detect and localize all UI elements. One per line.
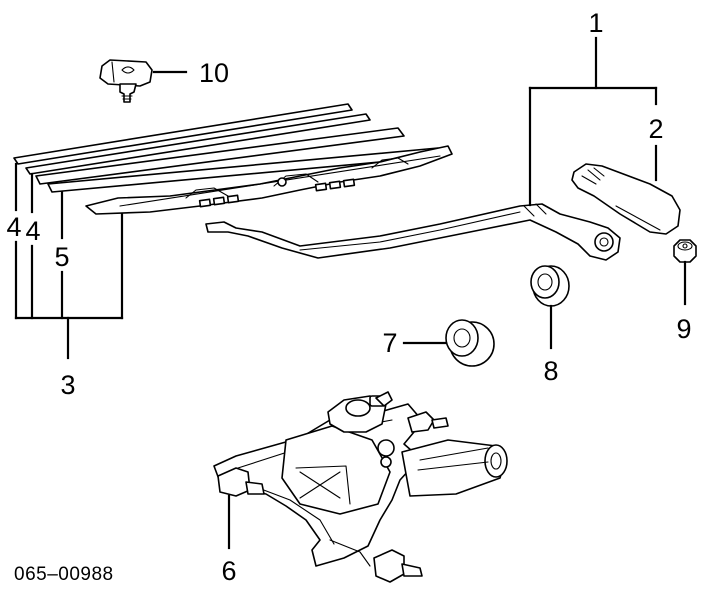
- callout-10: 10: [199, 58, 229, 88]
- bushing-part-7[interactable]: [445, 319, 495, 367]
- callout-8: 8: [543, 356, 558, 386]
- callout-1: 1: [588, 8, 603, 38]
- wiper-blade-rubber-4-inner[interactable]: [35, 127, 405, 185]
- callout-7: 7: [382, 328, 397, 358]
- wiper-blade-rubber-4-outer[interactable]: [13, 103, 371, 175]
- callout-4-inner: 4: [25, 216, 40, 246]
- wiper-arm-cover-part-2[interactable]: [571, 163, 681, 235]
- wiper-motor-assembly-part-6[interactable]: [213, 391, 508, 583]
- cap-part-9[interactable]: [673, 239, 697, 263]
- callout-5: 5: [54, 242, 69, 272]
- wiper-arm-part-1[interactable]: [205, 203, 621, 261]
- catalog-code: 065–00988: [14, 564, 114, 585]
- callout-6: 6: [221, 556, 236, 586]
- callout-2: 2: [648, 114, 663, 144]
- callout-4-outer: 4: [6, 212, 21, 242]
- grommet-part-8[interactable]: [530, 265, 570, 307]
- leader-lines: [14, 36, 687, 550]
- callout-3: 3: [60, 370, 75, 400]
- wiper-blade-assembly-3[interactable]: [85, 145, 453, 215]
- callout-9: 9: [676, 314, 691, 344]
- callout-labels: 1 2 3 4 4 5 6 7 8 9 10: [6, 8, 691, 586]
- washer-nozzle-part-10[interactable]: [99, 59, 153, 103]
